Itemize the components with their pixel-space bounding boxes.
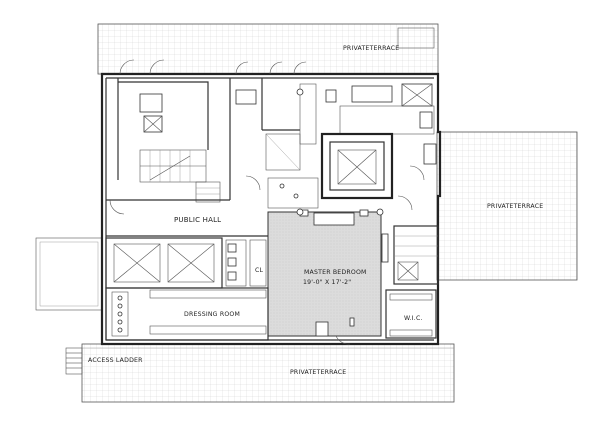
terrace-bottom bbox=[81, 343, 455, 403]
terrace-left bbox=[35, 237, 103, 311]
walk-in-closet bbox=[385, 289, 437, 339]
right-stair bbox=[393, 225, 439, 285]
doors bbox=[109, 59, 425, 345]
label-closet: CL bbox=[255, 267, 264, 274]
bathroom-area bbox=[339, 105, 437, 165]
terrace-top bbox=[97, 23, 439, 75]
label-private-terrace-top: PRIVATETERRACE bbox=[343, 45, 399, 52]
label-wic: W.I.C. bbox=[404, 315, 423, 322]
public-hall bbox=[106, 199, 268, 237]
elevator-core bbox=[267, 132, 394, 216]
terrace-right bbox=[436, 131, 578, 281]
label-public-hall: PUBLIC HALL bbox=[174, 216, 221, 224]
label-master-bedroom: MASTER BEDROOM bbox=[304, 269, 367, 276]
access-ladder bbox=[65, 347, 83, 375]
upper-middle-rooms bbox=[229, 78, 433, 200]
upper-left-rooms bbox=[117, 78, 221, 203]
label-private-terrace-right: PRIVATETERRACE bbox=[487, 203, 543, 210]
dressing-room bbox=[105, 287, 269, 341]
label-dressing-room: DRESSING ROOM bbox=[184, 311, 240, 318]
label-master-bedroom-dims: 19'-0" X 17'-2" bbox=[303, 279, 351, 286]
lower-left-elevators bbox=[105, 237, 267, 289]
label-access-ladder: ACCESS LADDER bbox=[88, 357, 143, 364]
master-bedroom bbox=[267, 209, 389, 337]
label-private-terrace-bottom: PRIVATETERRACE bbox=[290, 369, 346, 376]
